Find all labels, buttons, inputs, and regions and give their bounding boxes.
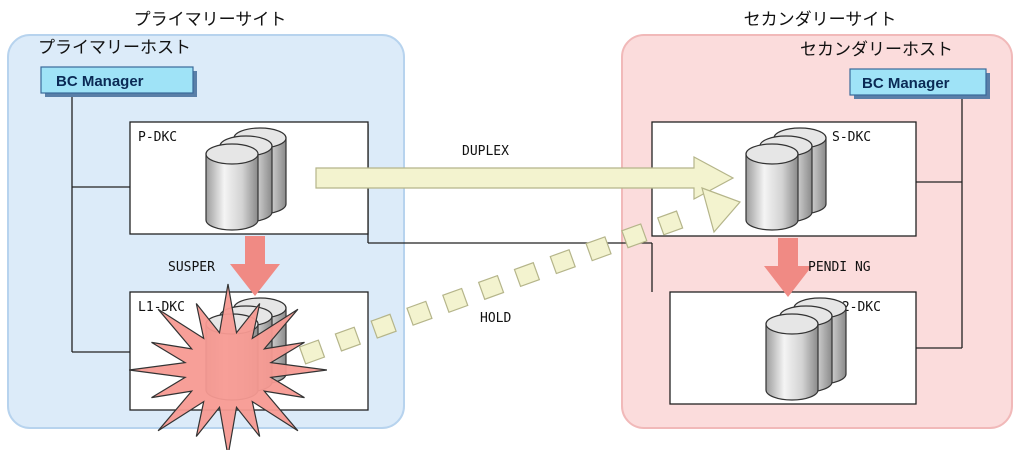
- hold-arrow-dash: [585, 236, 612, 262]
- secondary-bc-manager-label: BC Manager: [862, 75, 950, 92]
- primary-bc-manager: BC Manager: [40, 66, 197, 97]
- hold-arrow-dash: [477, 274, 505, 301]
- hold-arrow-dash: [621, 223, 648, 249]
- disk-cylinder-top: [745, 143, 799, 165]
- disk-cylinder: [745, 153, 799, 231]
- primary-host-label: プライマリーホスト: [38, 38, 191, 58]
- duplex-arrow: [315, 155, 735, 201]
- hold-arrow-dash: [370, 313, 397, 339]
- duplex-label: DUPLEX: [462, 144, 509, 159]
- pending-arrow: [764, 238, 812, 297]
- hold-arrow-dash: [298, 339, 326, 365]
- l2-dkc-box: L2-DKC: [669, 291, 917, 405]
- hold-arrow-dash: [513, 261, 541, 288]
- disk-cylinder: [765, 323, 819, 401]
- hold-dashed-arrow: [298, 187, 742, 365]
- disk-cylinder-top: [205, 143, 259, 165]
- secondary-bc-manager: BC Manager: [849, 68, 990, 99]
- primary-site-label: プライマリーサイト: [134, 10, 287, 30]
- s-dkc-label: S-DKC: [832, 130, 871, 145]
- p-dkc-box: P-DKC: [129, 121, 369, 235]
- disk-cylinder: [205, 153, 259, 231]
- p-dkc-label: P-DKC: [138, 130, 177, 145]
- hold-arrow-head: [701, 187, 742, 234]
- failure-burst-icon: [129, 283, 327, 450]
- hold-arrow-dash: [549, 249, 576, 275]
- hold-arrow-dash: [334, 326, 362, 352]
- hold-label: HOLD: [480, 311, 511, 326]
- disk-cylinder-top: [765, 313, 819, 335]
- pending-label: PENDI NG: [808, 260, 871, 275]
- hold-arrow-dash: [406, 300, 433, 326]
- l1-dkc-label: L1-DKC: [138, 300, 185, 315]
- primary-bc-manager-label: BC Manager: [56, 73, 144, 90]
- hold-arrow-dash: [656, 210, 684, 236]
- hold-arrow-dash: [442, 287, 469, 313]
- s-dkc-disk-stack: [745, 127, 827, 231]
- secondary-host-label: セカンダリーホスト: [800, 40, 953, 60]
- susper-arrow: [230, 236, 280, 296]
- p-dkc-disk-stack: [205, 127, 287, 231]
- secondary-site-label: セカンダリーサイト: [744, 10, 897, 30]
- l2-dkc-disk-stack: [765, 297, 847, 401]
- susper-label: SUSPER: [168, 260, 215, 275]
